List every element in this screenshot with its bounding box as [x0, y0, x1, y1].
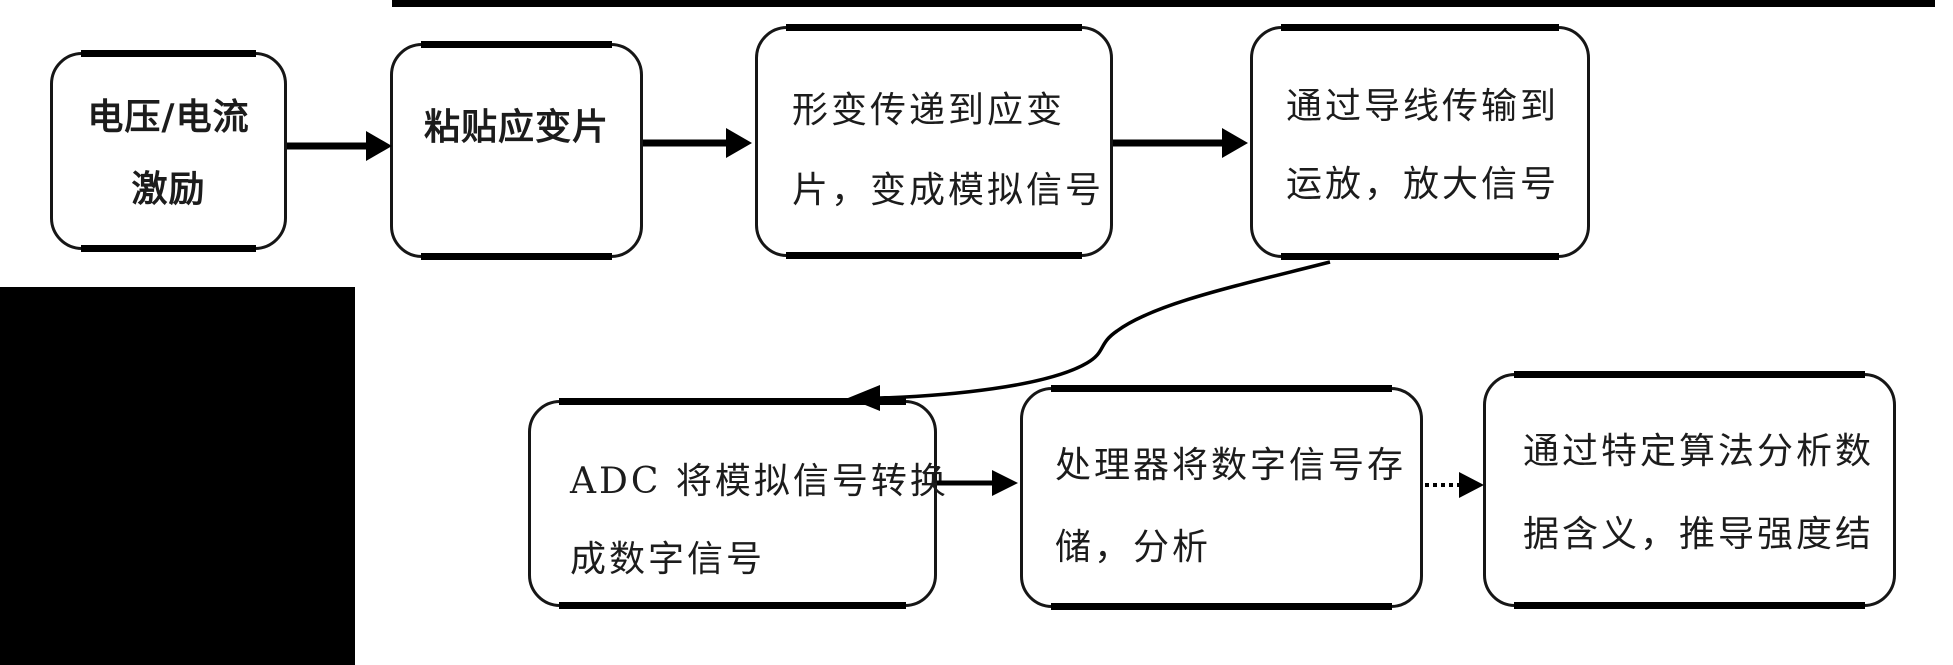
node-text-line: 成数字信号	[570, 539, 766, 580]
node-text-line: 片，变成模拟信号	[792, 170, 1105, 211]
node-deformation-to-analog: 形变传递到应变 片，变成模拟信号	[755, 24, 1113, 259]
node-text-line: 粘贴应变片	[423, 107, 609, 148]
arrow-gauge-to-deformation	[643, 128, 752, 158]
arrowhead-icon	[1222, 128, 1248, 158]
node-wire-to-opamp: 通过导线传输到 运放，放大信号	[1250, 24, 1590, 260]
node-text-line: 运放，放大信号	[1286, 164, 1560, 205]
node-excitation: 电压/电流 激励	[50, 50, 287, 252]
node-attach-strain-gauge: 粘贴应变片	[390, 41, 643, 260]
node-text-line: 激励	[131, 169, 206, 210]
arrowhead-icon	[992, 470, 1018, 496]
node-text-line: 通过特定算法分析数	[1523, 431, 1875, 472]
node-algorithm-analyze: 通过特定算法分析数 据含义，推导强度结	[1483, 371, 1896, 609]
arrowhead-icon	[366, 131, 392, 161]
dotted-arrow-processor-to-algorithm	[1425, 472, 1484, 498]
arrow-deformation-to-opamp	[1113, 128, 1248, 158]
node-text-line: ADC 将模拟信号转换	[570, 461, 949, 502]
node-processor-store: 处理器将数字信号存 储，分析	[1020, 385, 1423, 610]
node-text-line: 形变传递到应变	[792, 90, 1066, 131]
node-text-line: 储，分析	[1055, 527, 1212, 568]
arrow-excitation-to-gauge	[287, 131, 392, 161]
arrowhead-icon	[1459, 472, 1484, 498]
node-text-line: 据含义，推导强度结	[1523, 514, 1875, 555]
node-text-line: 通过导线传输到	[1286, 86, 1560, 127]
node-text-line: 处理器将数字信号存	[1055, 445, 1407, 486]
arrow-adc-to-processor	[937, 470, 1018, 496]
node-text-line: 电压/电流	[87, 97, 250, 138]
redacted-region	[0, 287, 355, 665]
page-top-rule	[392, 0, 1935, 7]
node-adc-convert: ADC 将模拟信号转换 成数字信号	[528, 398, 949, 609]
arrowhead-icon	[726, 128, 752, 158]
